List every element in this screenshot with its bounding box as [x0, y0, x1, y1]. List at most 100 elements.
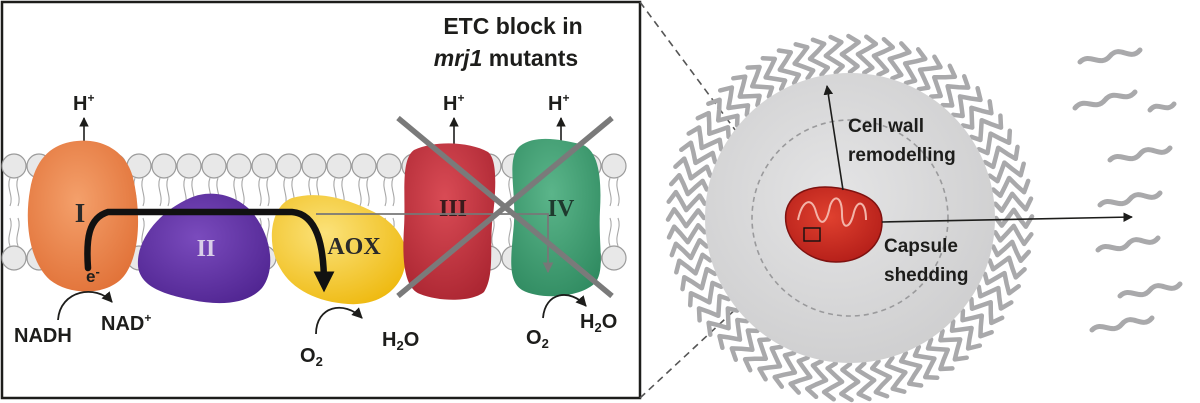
capsule-fiber: [976, 284, 1014, 311]
capsule-fiber: [839, 361, 861, 403]
cell-wall-remodelling-arrow: [823, 85, 844, 191]
capsule-shedding-arrow: [881, 212, 1133, 223]
capsule-fiber: [669, 237, 710, 261]
capsule-fiber: [680, 266, 718, 292]
electron-label: e-: [86, 264, 100, 286]
capsule-fiber: [788, 355, 813, 395]
lipid: [226, 153, 252, 207]
lipid: [151, 153, 177, 207]
capsule-fiber: [940, 74, 971, 108]
lipid: [201, 153, 227, 207]
aox-shape: [271, 195, 407, 305]
capsule-fiber: [990, 239, 1032, 264]
capsule-fiber: [990, 175, 1031, 199]
capsule-fiber: [887, 41, 912, 81]
panel-title-line-1: ETC block in: [443, 13, 582, 39]
capsule-fiber: [717, 317, 750, 351]
capsule-fiber: [729, 328, 760, 362]
capsule-fiber: [717, 85, 751, 118]
capsule-fiber: [742, 337, 772, 373]
capsule-fiber: [686, 125, 724, 152]
complex-II-label: II: [197, 236, 216, 262]
nadh-label: NADH: [14, 325, 72, 347]
capsule-fiber: [993, 223, 1034, 247]
cell-wall-outline: [751, 119, 949, 317]
capsule-fiber: [666, 189, 707, 213]
capsule-fiber: [804, 358, 829, 400]
complex-IV-label: IV: [548, 196, 575, 222]
proton-label-complex-I: H+: [73, 91, 94, 115]
lipid: [1, 217, 27, 271]
mitochondrion: [784, 186, 883, 263]
capsule-fiber: [969, 113, 1004, 143]
capsule-polysaccharide: [665, 33, 1035, 403]
capsule-fiber: [821, 361, 845, 402]
capsule-fiber: [666, 223, 707, 245]
complex-IV-oxygen-label: O2: [526, 327, 549, 351]
capsule-shedding-label-1: Capsule: [884, 236, 958, 257]
complex-I-shape: [27, 140, 139, 292]
capsule-fiber: [745, 64, 775, 99]
aox-water-label: H2O: [382, 329, 419, 353]
lipid: [176, 153, 202, 207]
complex-IV-oxygen-arc: [542, 294, 587, 319]
lipid: [276, 153, 302, 207]
capsule-fiber: [668, 172, 710, 197]
capsule-fiber: [960, 99, 994, 130]
cell-wall-remodelling-label-2: remodelling: [848, 145, 956, 166]
capsule-fiber: [987, 255, 1027, 280]
capsule-fiber: [884, 355, 908, 394]
complex-IV-water-label: H2O: [580, 311, 617, 335]
capsule-fiber: [993, 207, 1035, 229]
capsule-fiber: [760, 55, 788, 92]
blocked-electron-path: [316, 213, 554, 274]
capsule-fiber: [706, 97, 740, 128]
capsule-fiber: [976, 128, 1013, 156]
capsule-fiber: [839, 33, 861, 75]
capsule-fiber: [871, 36, 896, 78]
capsule-fiber: [969, 296, 1005, 326]
capsule-fiber: [938, 328, 969, 362]
capsule-fiber: [855, 361, 877, 402]
capsule-shedding-label-2: shedding: [884, 265, 968, 286]
aox-label: AOX: [327, 234, 381, 260]
capsule-fiber: [823, 34, 845, 75]
electron-flow-arrow: [84, 208, 335, 293]
capsule-fiber: [731, 74, 762, 108]
capsule-fiber: [792, 42, 816, 81]
capsule-fiber: [869, 358, 893, 399]
capsule-fiber: [673, 156, 713, 181]
lipid: [601, 153, 627, 207]
lipid: [326, 153, 352, 207]
capsule-fiber: [679, 140, 718, 166]
capsule-fiber: [695, 110, 731, 140]
complex-II-shape: [137, 193, 271, 304]
capsule-fiber: [982, 144, 1020, 170]
capsule-fiber: [902, 47, 928, 86]
capsule-fiber: [687, 280, 724, 308]
capsule-fiber: [928, 63, 958, 99]
capsule-fiber: [949, 318, 983, 351]
lipid: [251, 153, 277, 207]
zoom-guide-bottom: [639, 241, 809, 399]
lipid: [1, 153, 27, 207]
capsule-fiber: [950, 85, 983, 119]
complex-III-label: III: [439, 196, 467, 222]
capsule-fiber: [898, 350, 924, 388]
block-cross-line-b: [396, 115, 614, 299]
capsule-fiber: [757, 344, 784, 382]
aox-oxygen-label: O2: [300, 345, 323, 369]
capsule-fiber: [987, 160, 1026, 184]
aox-oxygen-arc: [315, 306, 363, 335]
lipid: [301, 153, 327, 207]
capsule-fiber: [982, 270, 1021, 296]
capsule-fiber: [776, 48, 802, 86]
mutant-suffix: mutants: [482, 45, 578, 71]
proton-label-complex-III: H+: [443, 91, 464, 115]
capsule-fiber: [706, 306, 740, 337]
capsule-fiber: [912, 344, 940, 381]
complex-IV-shape: [511, 138, 601, 297]
mutant-gene-name: mrj1: [434, 45, 483, 71]
capsule-fiber: [665, 207, 707, 229]
